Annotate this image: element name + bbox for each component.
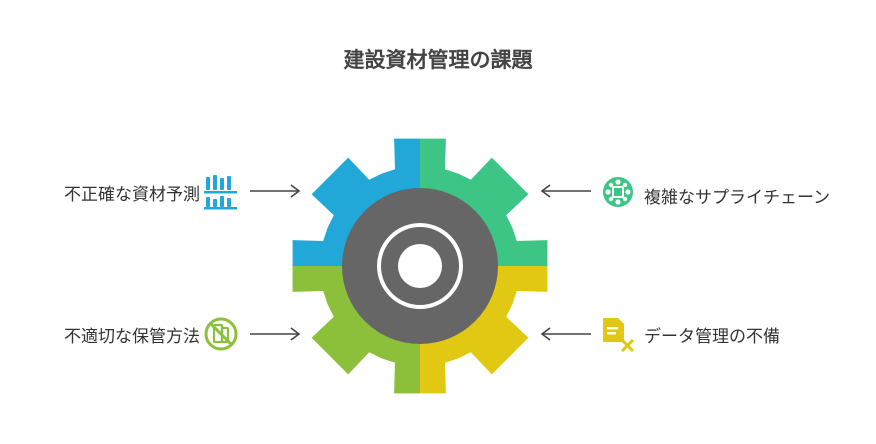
arrow-left-icon <box>540 184 591 198</box>
network-hub-icon <box>603 177 633 207</box>
arrow-right-icon <box>250 184 301 198</box>
document-error-icon <box>603 318 635 352</box>
no-storage-icon <box>204 317 238 351</box>
label-inaccurate-forecast: 不正確な資材予測 <box>64 185 200 205</box>
shelf-inventory-icon <box>204 175 237 210</box>
label-poor-data-management: データ管理の不備 <box>644 327 780 347</box>
gear-hub-ring <box>377 223 463 309</box>
label-complex-supply-chain: 複雑なサプライチェーン <box>644 188 831 208</box>
gear-hub-center <box>398 244 442 288</box>
arrow-right-icon <box>250 327 301 341</box>
page-title: 建設資材管理の課題 <box>343 48 533 72</box>
label-improper-storage: 不適切な保管方法 <box>64 327 200 347</box>
arrow-left-icon <box>540 327 591 341</box>
